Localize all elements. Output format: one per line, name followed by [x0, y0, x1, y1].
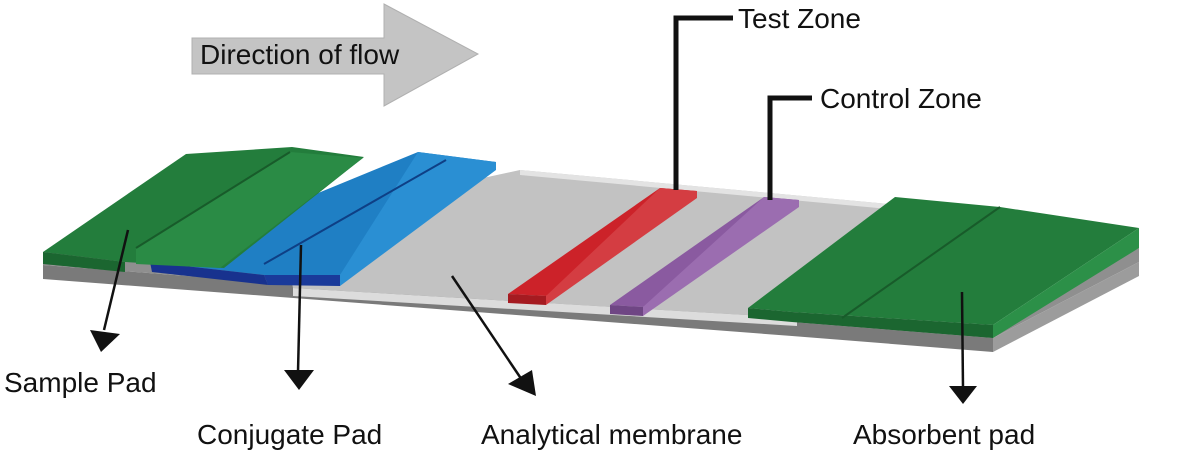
membrane-pointer [450, 275, 536, 396]
control-zone-label: Control Zone [820, 83, 982, 114]
control-zone-line [610, 197, 799, 316]
sample-pad-label: Sample Pad [4, 367, 157, 398]
test-zone-label: Test Zone [738, 3, 861, 34]
test-zone-line [508, 188, 697, 305]
sample-pad [43, 147, 364, 272]
conjugate-pad-pointer [284, 244, 314, 390]
sample-pad-pointer [90, 229, 130, 352]
conjugate-pad-label: Conjugate Pad [197, 419, 382, 450]
direction-of-flow-arrow: Direction of flow [191, 3, 480, 107]
test-zone-callout: Test Zone [673, 3, 861, 190]
analytical-membrane-label: Analytical membrane [481, 419, 742, 450]
direction-of-flow-label: Direction of flow [200, 39, 400, 70]
absorbent-pad [748, 197, 1139, 338]
absorbent-pad-label: Absorbent pad [853, 419, 1035, 450]
control-zone-callout: Control Zone [767, 83, 982, 200]
absorbent-pad-pointer [949, 291, 977, 404]
